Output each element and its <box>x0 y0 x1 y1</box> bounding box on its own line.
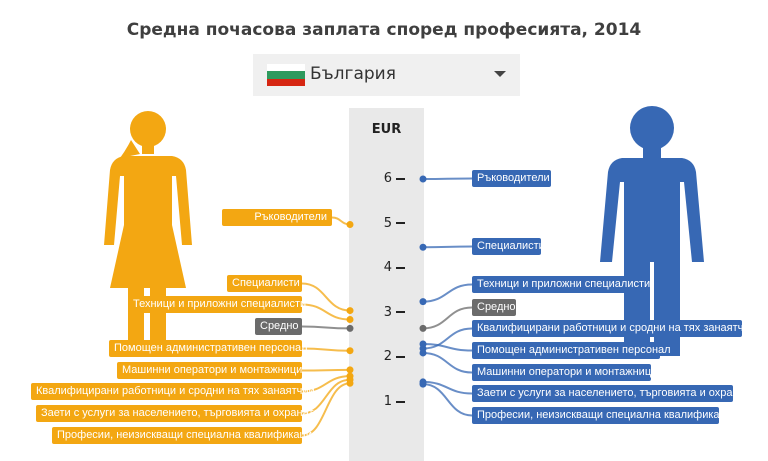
connector-m-2 <box>422 283 473 303</box>
y-tick-3: 3 <box>349 305 405 320</box>
connector-f-6 <box>301 375 351 393</box>
bulgaria-flag-icon <box>267 64 305 86</box>
male-label-8[interactable]: Професии, неизискващи специална квалифик… <box>472 407 738 424</box>
male-point-6[interactable] <box>419 349 427 357</box>
female-point-5[interactable] <box>346 366 354 374</box>
female-label-1[interactable]: Специалисти <box>227 275 302 292</box>
connector-m-1 <box>422 245 473 249</box>
y-tick-6: 6 <box>349 171 405 186</box>
female-point-0[interactable] <box>346 220 354 228</box>
connector-m-0 <box>422 177 473 180</box>
connector-f-7 <box>301 378 351 415</box>
connector-m-7 <box>422 380 473 395</box>
male-label-5[interactable]: Помощен административен персонал <box>472 342 671 359</box>
connector-f-1 <box>301 282 351 312</box>
male-label-6[interactable]: Машинни оператори и монтажници <box>472 364 657 381</box>
connector-m-3 <box>422 306 473 330</box>
female-point-4[interactable] <box>346 347 354 355</box>
connector-m-6 <box>422 351 473 374</box>
connector-f-5 <box>301 368 351 372</box>
female-label-4[interactable]: Помощен административен персонал <box>109 340 308 357</box>
connector-f-8 <box>301 382 351 437</box>
male-point-0[interactable] <box>419 175 427 183</box>
chevron-down-icon[interactable] <box>494 71 506 77</box>
male-label-4[interactable]: Квалифицирани работници и сродни на тях … <box>472 320 756 337</box>
connector-f-3 <box>301 325 351 330</box>
female-point-8[interactable] <box>346 379 354 387</box>
female-label-7[interactable]: Заети с услуги за населението, търговият… <box>36 405 320 422</box>
y-tick-4: 4 <box>349 260 405 275</box>
female-label-2[interactable]: Техници и приложни специалисти <box>128 296 306 313</box>
female-point-2[interactable] <box>346 315 354 323</box>
connector-m-4 <box>422 327 473 350</box>
female-label-5[interactable]: Машинни оператори и монтажници <box>117 362 302 379</box>
female-label-3[interactable]: Средно <box>255 318 302 335</box>
male-point-5[interactable] <box>419 340 427 348</box>
chart-title: Средна почасова заплата според професият… <box>126 20 642 40</box>
female-label-0[interactable]: Ръководители <box>222 209 332 226</box>
male-label-2[interactable]: Техници и приложни специалисти <box>472 276 650 293</box>
male-point-2[interactable] <box>419 298 427 306</box>
female-point-1[interactable] <box>346 307 354 315</box>
y-tick-1: 1 <box>349 394 405 409</box>
man-silhouette-icon <box>600 106 704 356</box>
female-label-8[interactable]: Професии, неизискващи специална квалифик… <box>52 427 318 444</box>
connector-f-2 <box>301 303 351 321</box>
male-label-3[interactable]: Средно <box>472 299 516 316</box>
male-point-3[interactable] <box>419 324 427 332</box>
male-point-1[interactable] <box>419 243 427 251</box>
y-tick-5: 5 <box>349 216 405 231</box>
connector-f-4 <box>301 347 351 352</box>
connector-m-5 <box>422 343 473 352</box>
connector-m-8 <box>422 383 473 417</box>
male-label-1[interactable]: Специалисти <box>472 238 545 255</box>
female-label-6[interactable]: Квалифицирани работници и сродни на тях … <box>31 383 315 400</box>
country-selector[interactable]: България <box>253 54 520 96</box>
male-label-0[interactable]: Ръководители <box>472 170 551 187</box>
female-point-3[interactable] <box>346 324 354 332</box>
male-point-8[interactable] <box>419 380 427 388</box>
y-axis-unit: EUR <box>371 122 402 137</box>
y-tick-2: 2 <box>349 349 405 364</box>
male-label-7[interactable]: Заети с услуги за населението, търговият… <box>472 385 756 402</box>
country-selector-value: България <box>310 64 396 84</box>
